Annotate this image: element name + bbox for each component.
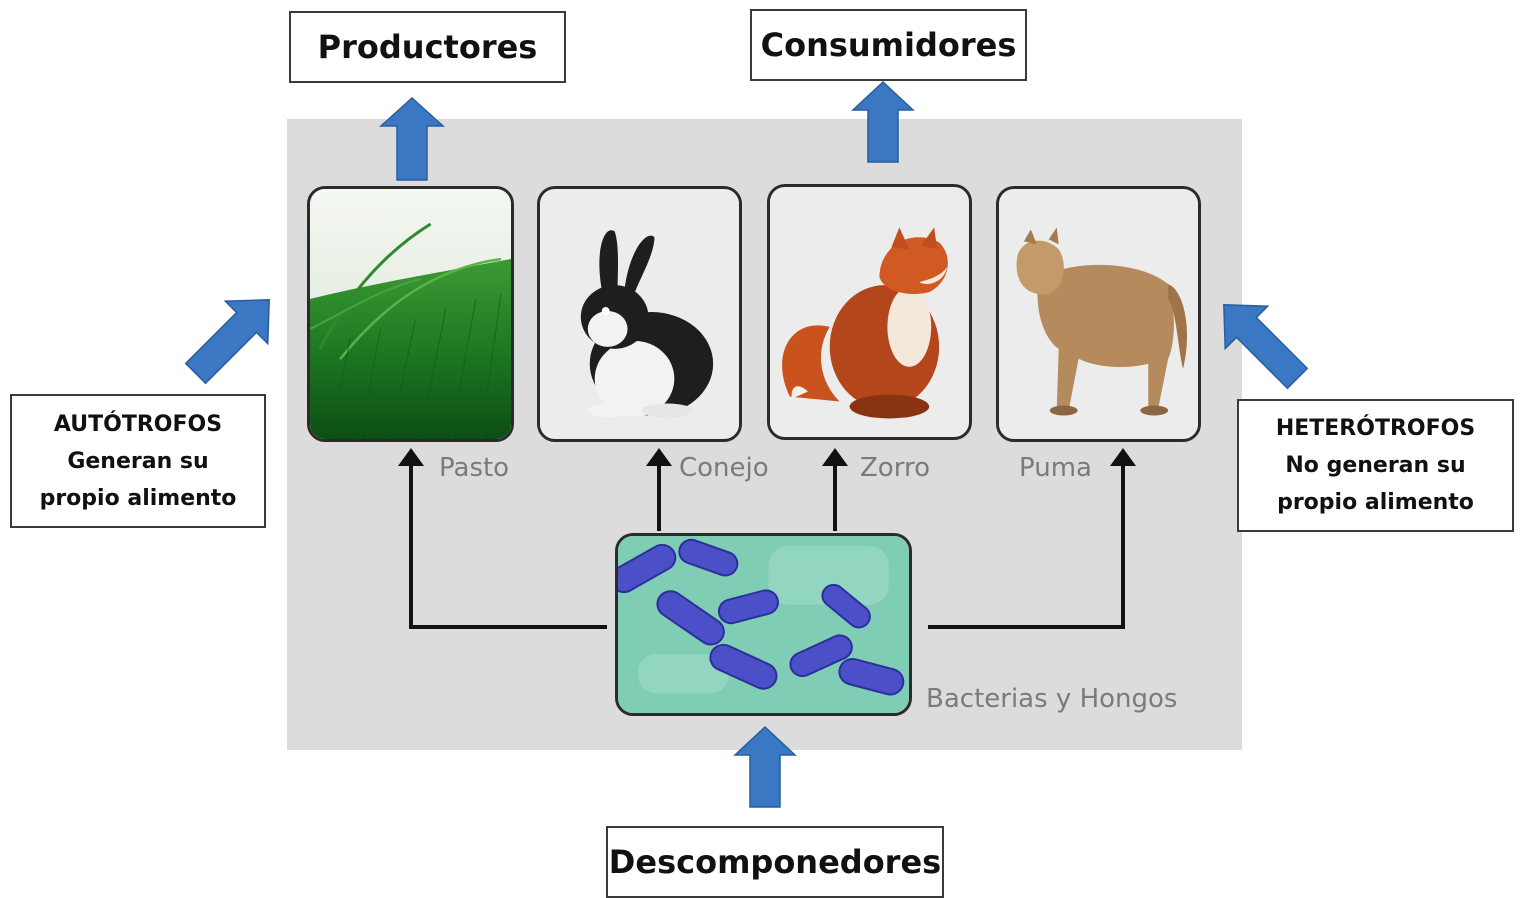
bacteria-image (618, 536, 909, 713)
autotrophs-line2: propio alimento (39, 485, 237, 511)
producers-title-box: Productores (289, 11, 566, 83)
arrow-to-producers (379, 96, 445, 181)
grass-label: Pasto (439, 453, 510, 483)
rabbit-card (537, 186, 742, 442)
autotrophs-title: AUTÓTROFOS (53, 411, 223, 437)
arrowhead-grass (398, 448, 424, 466)
autotrophs-box: AUTÓTROFOS Generan su propio alimento (10, 394, 266, 528)
fox-card (767, 184, 972, 440)
puma-card (996, 186, 1201, 442)
heterotrophs-line2: propio alimento (1277, 490, 1474, 515)
arrow-autotrophs (184, 299, 270, 385)
grass-card (307, 186, 514, 442)
puma-label: Puma (1019, 453, 1092, 483)
arrow-from-decomposers-title (733, 725, 797, 808)
decomposers-title-box: Descomponedores (606, 826, 944, 898)
connector-to-grass (409, 464, 607, 629)
producers-title: Productores (317, 28, 538, 66)
arrowhead-rabbit (646, 448, 672, 466)
rabbit-label: Conejo (679, 453, 769, 483)
arrowhead-fox (822, 448, 848, 466)
fox-label: Zorro (860, 453, 930, 483)
consumers-title: Consumidores (760, 26, 1017, 64)
arrow-heterotrophs (1223, 304, 1309, 390)
autotrophs-line1: Generan su (67, 448, 209, 474)
decomposers-title: Descomponedores (608, 843, 942, 881)
consumers-title-box: Consumidores (750, 9, 1027, 81)
rabbit-image (540, 189, 739, 439)
puma-image (999, 189, 1198, 439)
bacteria-card (615, 533, 912, 716)
decomposers-label: Bacterias y Hongos (926, 684, 1178, 714)
grass-image (310, 189, 511, 439)
arrowhead-puma (1110, 448, 1136, 466)
arrow-to-consumers (851, 80, 915, 163)
heterotrophs-box: HETERÓTROFOS No generan su propio alimen… (1237, 399, 1514, 532)
connector-to-puma (928, 464, 1125, 629)
heterotrophs-title: HETERÓTROFOS (1275, 416, 1476, 441)
heterotrophs-line1: No generan su (1285, 453, 1466, 478)
fox-image (770, 187, 969, 437)
